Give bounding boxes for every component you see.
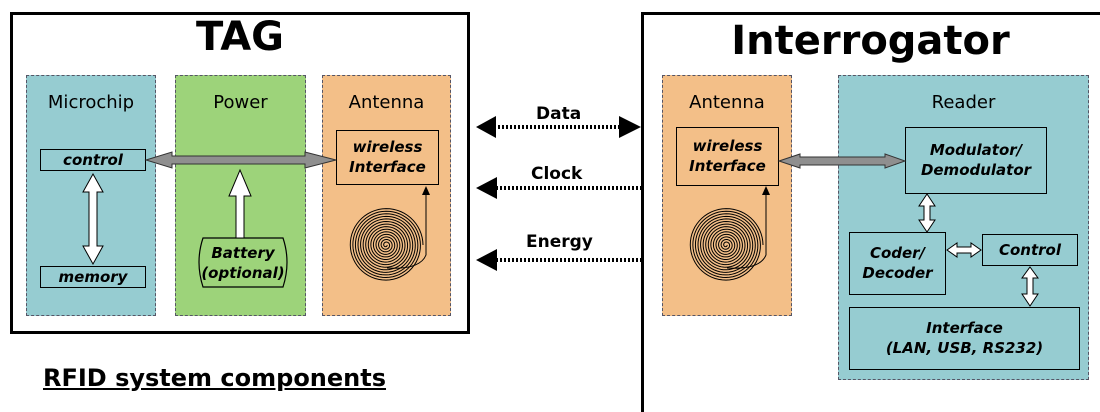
tag-antenna-block: Antenna bbox=[322, 75, 451, 316]
memory-box: memory bbox=[40, 266, 146, 288]
tag-bus-arrow bbox=[144, 151, 337, 169]
interrogator-wireless-interface-box: wireless Interface bbox=[676, 127, 779, 186]
power-label: Power bbox=[213, 92, 268, 113]
caption: RFID system components bbox=[43, 364, 387, 392]
battery-shape bbox=[198, 237, 288, 288]
data-arrow-left-head bbox=[476, 116, 496, 138]
data-signal-label: Data bbox=[536, 104, 582, 124]
reader-label: Reader bbox=[931, 92, 996, 113]
tag-coil-icon bbox=[349, 208, 424, 281]
energy-arrow-head bbox=[476, 249, 497, 271]
tag-coil-lead-arrow bbox=[422, 186, 430, 195]
reader-block: Reader bbox=[838, 75, 1089, 380]
interrogator-antenna-block: Antenna bbox=[662, 75, 792, 316]
data-arrow-right-head bbox=[619, 116, 641, 138]
tag-wireless-interface-box: wireless Interface bbox=[336, 130, 439, 185]
clock-signal-label: Clock bbox=[531, 164, 583, 184]
coder-control-arrow bbox=[946, 242, 982, 258]
coder-box: Coder/ Decoder bbox=[849, 232, 946, 295]
clock-arrow-head bbox=[476, 177, 497, 199]
interrogator-frame bbox=[641, 12, 1100, 412]
interrogator-title: Interrogator bbox=[731, 18, 1010, 64]
modulator-coder-arrow bbox=[918, 193, 936, 233]
diagram-connectors bbox=[82, 116, 1039, 307]
tag-antenna-label: Antenna bbox=[348, 92, 425, 113]
microchip-label: Microchip bbox=[47, 92, 135, 113]
interrogator-coil-icon bbox=[689, 208, 764, 281]
tag-coil-lead bbox=[386, 193, 427, 269]
reader-control-box: Control bbox=[982, 234, 1078, 266]
control-memory-arrow bbox=[82, 172, 104, 266]
battery-up-arrow bbox=[228, 168, 252, 239]
energy-signal-label: Energy bbox=[526, 232, 593, 252]
control-interface-arrow bbox=[1021, 266, 1039, 307]
interrogator-coil-lead-arrow bbox=[762, 186, 770, 195]
interrogator-antenna-label: Antenna bbox=[689, 92, 765, 113]
battery-label: Battery (optional) bbox=[201, 244, 285, 282]
tag-title: TAG bbox=[196, 14, 284, 60]
interrogator-coil-lead bbox=[726, 193, 767, 269]
modulator-box: Modulator/ Demodulator bbox=[905, 127, 1047, 194]
reader-interface-box: Interface (LAN, USB, RS232) bbox=[849, 307, 1080, 370]
interrogator-bus-arrow bbox=[777, 153, 907, 169]
